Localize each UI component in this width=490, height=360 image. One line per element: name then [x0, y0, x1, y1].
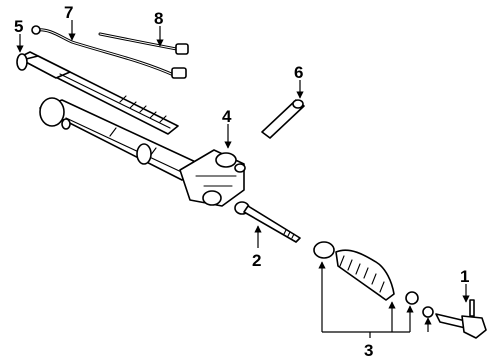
- outer-tie-rod-end-part: [435, 299, 487, 339]
- inner-tie-rod-part: [234, 201, 301, 243]
- callout-7: 7: [64, 3, 73, 22]
- rack-shaft-part: [16, 51, 179, 135]
- valve-housing-part: [179, 149, 246, 207]
- callout-1: 1: [460, 267, 469, 286]
- steering-boot-part: [313, 241, 434, 318]
- callout-5: 5: [14, 17, 23, 36]
- tie-rod-end-top-part: [261, 99, 305, 139]
- hydraulic-lines-part: [31, 25, 189, 79]
- callout-6: 6: [294, 63, 303, 82]
- callout-8: 8: [154, 9, 163, 28]
- callout-2: 2: [252, 251, 261, 270]
- callout-4: 4: [222, 107, 232, 126]
- leader-lines: [16, 20, 470, 338]
- callout-3: 3: [364, 341, 373, 360]
